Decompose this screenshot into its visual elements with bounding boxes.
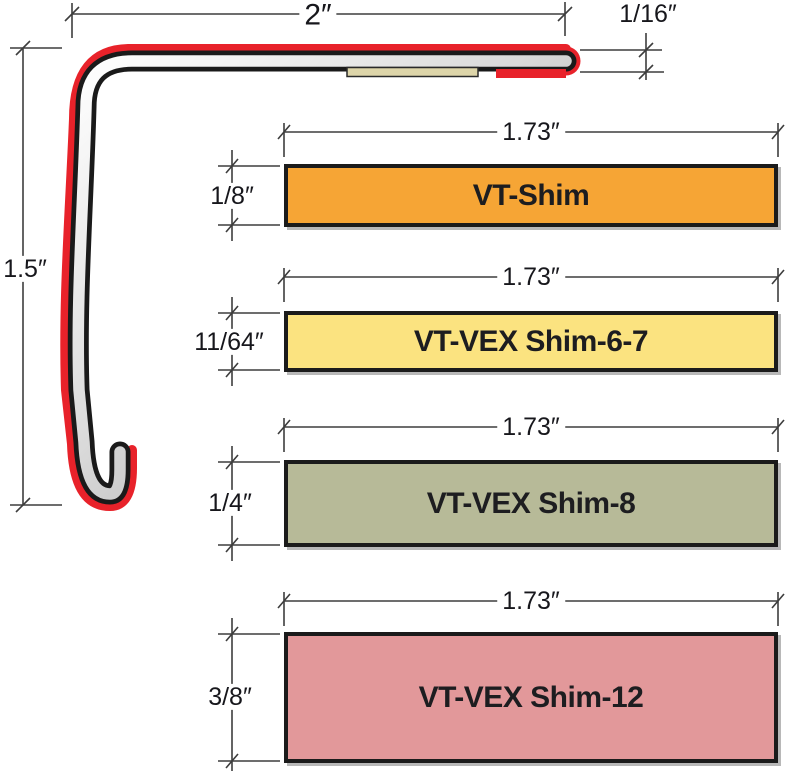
dim-label-profile-height: 1.5″: [0, 256, 52, 282]
shim-bar-label: VT-Shim: [472, 178, 590, 212]
dim-tick: [277, 419, 291, 435]
dim-tick: [225, 217, 239, 233]
dim-tick: [225, 158, 239, 174]
dim-label-shim1-thickness: 11/64″: [189, 329, 269, 355]
dim-label-shim2-thickness: 1/4″: [203, 490, 257, 516]
dim-tick: [771, 269, 785, 285]
shim-bar-label: VT-VEX Shim-8: [426, 486, 636, 520]
dim-label-shim3-thickness: 3/8″: [203, 684, 257, 710]
shim-bar-vt-shim: VT-Shim: [284, 164, 778, 227]
dim-label-shim1-width: 1.73″: [497, 264, 565, 290]
dim-tick: [225, 305, 239, 321]
dim-tick: [557, 6, 573, 22]
dim-tick: [771, 124, 785, 140]
dim-tick: [15, 497, 31, 513]
dim-tick: [277, 269, 291, 285]
dim-tick: [638, 42, 654, 58]
dim-label-shim3-width: 1.73″: [497, 588, 565, 614]
dim-tick: [225, 362, 239, 378]
dim-label-profile-edge-thickness: 1/16″: [614, 1, 682, 27]
shim-bar-vt-vex-shim-8: VT-VEX Shim-8: [284, 460, 778, 547]
shim-bar-vt-vex-shim-12: VT-VEX Shim-12: [284, 632, 778, 763]
shim-bar-label: VT-VEX Shim-6-7: [413, 324, 649, 358]
dim-tick: [225, 454, 239, 470]
dim-shim0-thickness: [218, 150, 280, 241]
dim-tick: [225, 753, 239, 769]
dim-label-shim0-thickness: 1/8″: [205, 183, 259, 209]
dim-tick: [277, 593, 291, 609]
shim-bar-vt-vex-shim-6-7: VT-VEX Shim-6-7: [284, 311, 778, 372]
profile-metal-body: [72, 55, 572, 500]
nosing-profile: [60, 44, 581, 511]
dim-tick: [771, 593, 785, 609]
dim-tick: [225, 626, 239, 642]
dim-tick: [64, 6, 80, 22]
adhesive-strip: [346, 66, 479, 78]
dim-profile-edge-thickness: [580, 33, 664, 80]
dim-label-shim0-width: 1.73″: [497, 119, 565, 145]
dim-tick: [771, 419, 785, 435]
shim-bar-label: VT-VEX Shim-12: [418, 680, 644, 714]
dim-label-shim2-width: 1.73″: [497, 414, 565, 440]
red-under-strip: [496, 69, 566, 78]
dim-tick: [638, 64, 654, 80]
dim-label-profile-width: 2″: [299, 0, 337, 31]
dim-tick: [15, 40, 31, 56]
dim-tick: [277, 124, 291, 140]
dim-tick: [225, 537, 239, 553]
